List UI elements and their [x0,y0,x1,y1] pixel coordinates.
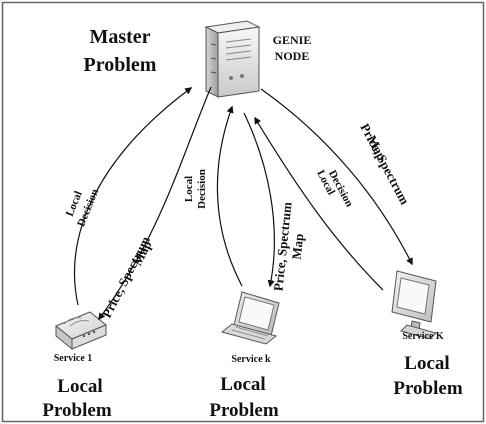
svg-text:Problem: Problem [393,378,462,399]
svg-text:NODE: NODE [275,49,310,63]
svg-text:GENIE: GENIE [273,33,312,47]
arrow-price-spectrum-map-mid [243,112,275,288]
laptop-icon [220,291,280,345]
svg-text:Local: Local [404,353,449,374]
arrow-price-spectrum-map-right [260,88,413,266]
local-decision-mid-label: Local Decision [183,169,208,209]
arrow-local-decision-left [74,87,193,306]
svg-text:Local: Local [57,376,102,397]
svg-text:Service 1: Service 1 [54,353,93,364]
svg-text:Local: Local [183,176,195,202]
genie-node-server-icon [204,20,261,98]
svg-text:Problem: Problem [209,400,278,421]
service-capital-k-label-group: Service K Local Problem [393,331,462,399]
service-k-label-group: Service k Local Problem [209,354,278,421]
svg-text:Map: Map [289,233,307,260]
arrow-price-spectrum-map-left [98,86,212,321]
arrow-local-decision-mid [216,105,243,287]
svg-text:Service k: Service k [231,354,271,365]
router-icon [55,311,107,351]
service-1-label-group: Service 1 Local Problem [42,353,111,421]
arrow-local-decision-right [254,116,384,291]
svg-text:Master: Master [89,26,150,48]
svg-text:Decision: Decision [196,169,208,209]
svg-text:Service K: Service K [402,331,444,342]
svg-text:Problem: Problem [42,400,111,421]
monitor-icon [391,270,437,340]
svg-text:Local: Local [220,374,265,395]
master-problem-label: Master Problem [84,26,157,76]
genie-node-label: GENIE NODE [273,33,312,63]
svg-text:Problem: Problem [84,54,157,76]
